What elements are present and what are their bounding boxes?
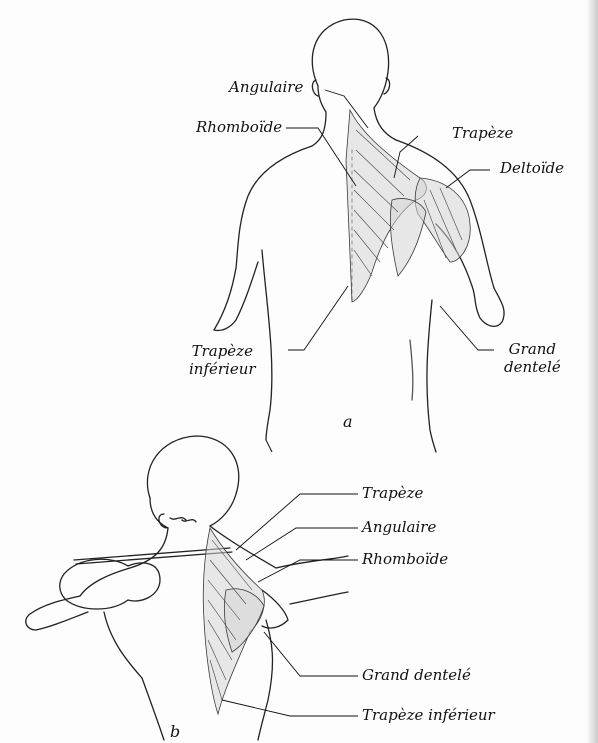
figure-b-letter: b bbox=[170, 722, 180, 741]
label-a-deltoide: Deltoïde bbox=[500, 159, 564, 177]
label-a-grand-dentele: Grand dentelé bbox=[504, 340, 561, 376]
label-b-angulaire: Angulaire bbox=[362, 518, 436, 536]
label-a-trapeze: Trapèze bbox=[452, 124, 513, 142]
label-a-trapeze-inferieur-line2: inférieur bbox=[189, 360, 256, 378]
label-a-trapeze-inferieur: Trapèze inférieur bbox=[189, 342, 256, 378]
figure-a-letter: a bbox=[343, 412, 353, 431]
label-a-angulaire: Angulaire bbox=[229, 78, 303, 96]
label-a-grand-dentele-line2: dentelé bbox=[504, 358, 561, 376]
label-b-rhomboide: Rhomboïde bbox=[362, 550, 448, 568]
label-a-rhomboide: Rhomboïde bbox=[196, 118, 282, 136]
page-edge-shadow bbox=[586, 0, 598, 743]
label-b-trapeze: Trapèze bbox=[362, 484, 423, 502]
label-b-trapeze-inferieur: Trapèze inférieur bbox=[362, 706, 495, 724]
label-a-trapeze-inferieur-line1: Trapèze bbox=[189, 342, 256, 360]
label-a-grand-dentele-line1: Grand bbox=[504, 340, 561, 358]
label-b-grand-dentele: Grand dentelé bbox=[362, 666, 471, 684]
